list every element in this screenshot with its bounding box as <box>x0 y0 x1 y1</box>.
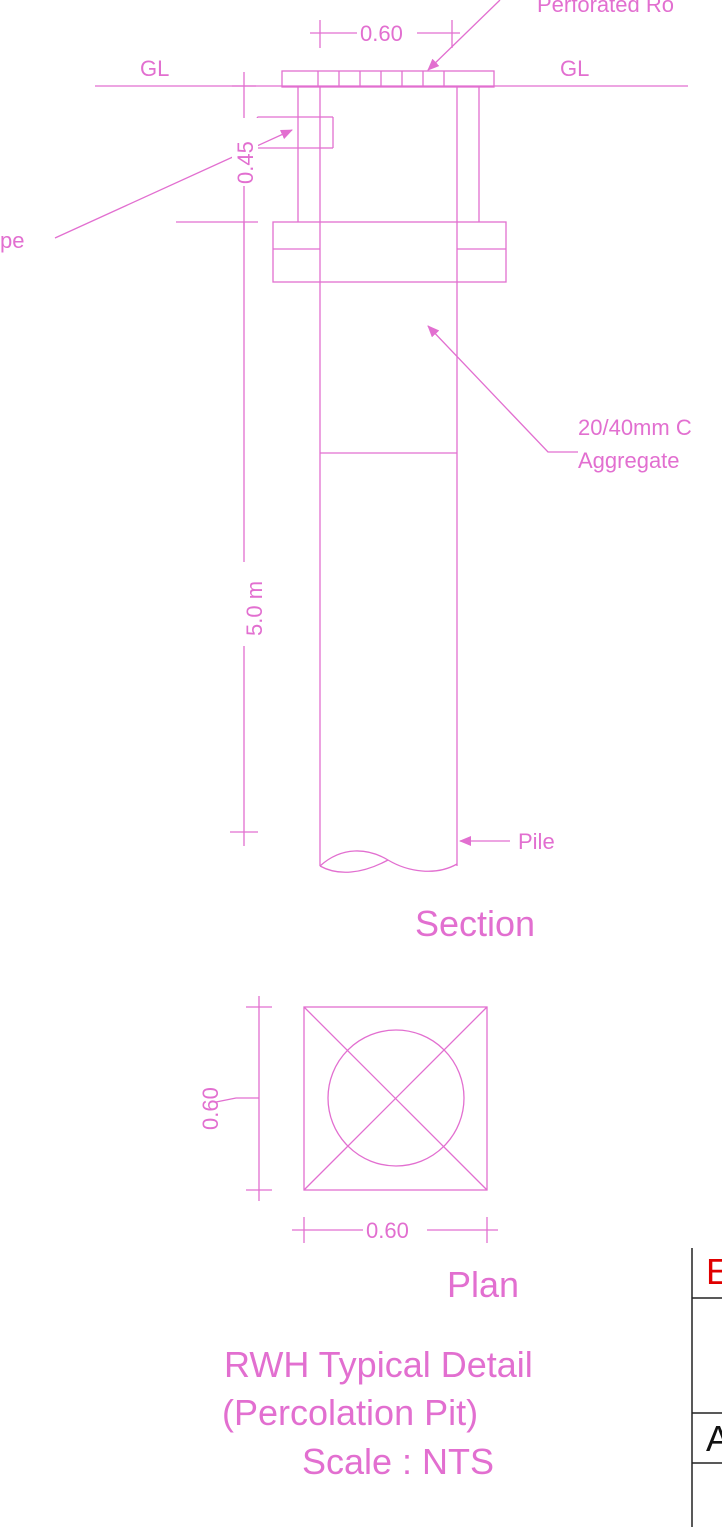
detail-caption: RWH Typical Detail (Percolation Pit) Sca… <box>222 1344 533 1482</box>
cover-label: Perforated Ro <box>537 0 674 17</box>
cover-leader <box>427 0 501 71</box>
pit-collar <box>272 221 507 283</box>
plan-view: 0.60 0.60 Plan <box>198 996 519 1305</box>
caption-line3: Scale : NTS <box>302 1441 494 1482</box>
table-cell-bottom: A <box>706 1418 722 1459</box>
top-depth-dimension: 0.45 <box>176 72 258 230</box>
plan-side-dimension: 0.60 <box>198 996 272 1201</box>
pile-label: Pile <box>518 829 555 854</box>
pile-shaft <box>319 282 458 873</box>
plan-circle <box>327 1029 465 1167</box>
ground-label-right: GL <box>560 56 589 81</box>
perforated-cover <box>281 70 495 88</box>
section-view: GL GL 0.60 Perforated Ro <box>0 0 692 944</box>
depth-label: 5.0 m <box>242 581 267 636</box>
section-title: Section <box>415 903 535 944</box>
depth-dimension: 5.0 m <box>230 222 267 846</box>
pipe-label: pe <box>0 228 24 253</box>
ground-label-left: GL <box>140 56 169 81</box>
aggregate-label-line1: 20/40mm C <box>578 415 692 440</box>
plan-bottom-label: 0.60 <box>366 1218 409 1243</box>
caption-line2: (Percolation Pit) <box>222 1392 478 1433</box>
break-line <box>319 850 458 872</box>
aggregate-leader <box>427 325 578 453</box>
plan-bottom-dimension: 0.60 <box>292 1216 498 1244</box>
table-cell-top: E <box>706 1251 722 1292</box>
cover-width-dimension: 0.60 <box>310 18 460 48</box>
caption-line1: RWH Typical Detail <box>224 1344 533 1385</box>
title-block-table: E A <box>691 1248 722 1527</box>
plan-square <box>303 1006 488 1191</box>
plan-title: Plan <box>447 1264 519 1305</box>
aggregate-label-line2: Aggregate <box>578 448 680 473</box>
plan-side-label: 0.60 <box>198 1087 223 1130</box>
cover-width-label: 0.60 <box>360 21 403 46</box>
top-depth-label: 0.45 <box>233 141 258 184</box>
